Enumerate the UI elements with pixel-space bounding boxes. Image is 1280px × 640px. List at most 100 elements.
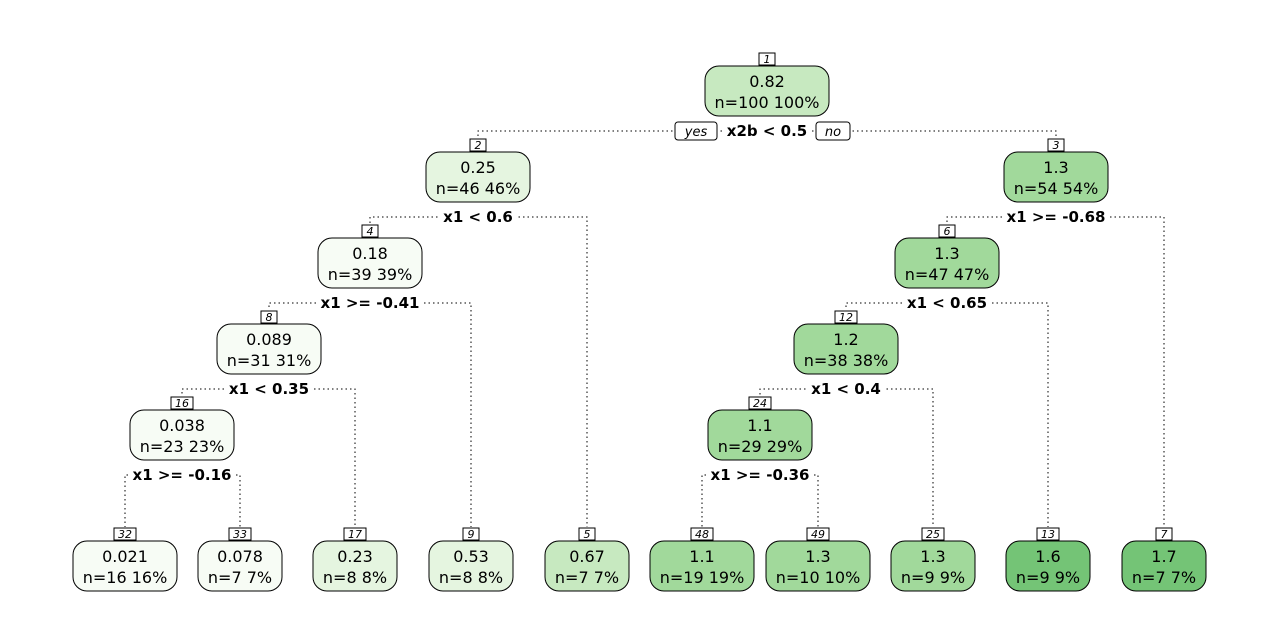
split-label-bg — [806, 380, 886, 398]
tree-node-4: 40.18n=39 39% — [317, 224, 423, 289]
node-id-box — [462, 527, 480, 541]
node-box — [1121, 540, 1207, 592]
node-value: 0.82 — [749, 72, 785, 91]
node-box — [793, 323, 899, 375]
node-count: n=100 100% — [715, 93, 820, 112]
node-id-box — [938, 224, 956, 238]
no-tag: no — [825, 125, 841, 140]
tree-node-7: 71.7n=7 7% — [1121, 527, 1207, 592]
node-value: 1.7 — [1151, 547, 1176, 566]
split-label-24: x1 >= -0.36 — [711, 466, 810, 484]
node-id-box — [469, 138, 487, 152]
edge-8-17 — [269, 388, 356, 527]
node-id: 2 — [475, 139, 482, 152]
node-id: 13 — [1041, 528, 1055, 541]
node-value: 1.1 — [747, 416, 772, 435]
tree-node-48: 481.1n=19 19% — [649, 527, 755, 592]
node-count: n=54 54% — [1014, 179, 1099, 198]
tree-node-33: 33 0.078 n=7 7% — [197, 527, 283, 592]
node-id-box — [806, 527, 830, 541]
node-value: 1.3 — [920, 547, 945, 566]
node-count: n=16 16% — [83, 568, 168, 587]
node-value: 0.25 — [460, 158, 496, 177]
node-count: n=23 23% — [140, 437, 225, 456]
node-count: n=7 7% — [1132, 568, 1196, 587]
node-value: 0.038 — [159, 416, 205, 435]
node-box — [129, 409, 235, 461]
tree-node-25: 25 1.3 n=9 9% — [890, 527, 976, 592]
split-label-bg — [902, 294, 992, 312]
node-id-box — [834, 310, 858, 324]
split-label-bg — [1002, 208, 1110, 226]
node-count: n=7 7% — [208, 568, 272, 587]
node-id: 8 — [266, 311, 273, 324]
node-id-box — [748, 396, 772, 410]
node-value: 1.1 — [689, 547, 714, 566]
tree-node-2: 20.25n=46 46% — [425, 138, 531, 203]
tree-node-49: 491.3n=10 10% — [765, 527, 871, 592]
node-count: n=8 8% — [323, 568, 387, 587]
split-label-bg — [128, 466, 236, 484]
tree-node-24: 241.1n=29 29% — [707, 396, 813, 461]
split-label-6: x1 < 0.65 — [907, 294, 987, 312]
node-id-box — [1155, 527, 1173, 541]
split-label-1: x2b < 0.5 — [727, 122, 807, 140]
node-value: 1.3 — [934, 244, 959, 263]
tree-node-1: 10.82n=100 100% — [704, 52, 830, 117]
split-label-bg — [706, 466, 814, 484]
node-value: 1.2 — [833, 330, 858, 349]
node-id: 48 — [695, 528, 709, 541]
split-label-bg — [316, 294, 424, 312]
node-count: n=9 9% — [901, 568, 965, 587]
node-id: 12 — [839, 311, 853, 324]
node-id: 6 — [944, 225, 951, 238]
node-box — [1005, 540, 1091, 592]
node-box — [428, 540, 514, 592]
node-id-box — [578, 527, 596, 541]
edge-1-2 — [477, 130, 767, 138]
node-value: 0.18 — [352, 244, 388, 263]
node-count: n=7 7% — [555, 568, 619, 587]
edge-3-7 — [1056, 216, 1165, 527]
node-box — [216, 323, 322, 375]
node-box — [312, 540, 398, 592]
node-id-box — [690, 527, 714, 541]
node-id: 25 — [926, 528, 940, 541]
edge-12-24 — [759, 388, 846, 396]
node-id: 5 — [584, 528, 591, 541]
node-count: n=31 31% — [227, 351, 312, 370]
tree-node-12: 121.2n=38 38% — [793, 310, 899, 375]
node-box — [894, 237, 1000, 289]
node-box — [890, 540, 976, 592]
split-label-bg — [438, 208, 518, 226]
node-value: 0.078 — [217, 547, 263, 566]
node-id-box — [343, 527, 367, 541]
yes-tag-box — [674, 121, 718, 141]
tree-node-13: 131.6n=9 9% — [1005, 527, 1091, 592]
node-box — [317, 237, 423, 289]
edge-6-13 — [947, 302, 1049, 527]
node-value: 0.021 — [102, 547, 148, 566]
node-id: 3 — [1053, 139, 1060, 152]
node-box — [425, 151, 531, 203]
node-count: n=29 29% — [718, 437, 803, 456]
tree-node-32: 32 0.021 n=16 16% — [72, 527, 178, 592]
node-id: 49 — [811, 528, 825, 541]
edge-4-9 — [370, 302, 472, 527]
split-label-bg — [722, 122, 812, 140]
node-id-box — [228, 527, 252, 541]
node-box — [72, 540, 178, 592]
node-id: 9 — [468, 528, 475, 541]
node-id-box — [1047, 138, 1065, 152]
split-label-bg — [224, 380, 314, 398]
node-id: 32 — [118, 528, 132, 541]
node-count: n=47 47% — [905, 265, 990, 284]
tree-node-17: 170.23n=8 8% — [312, 527, 398, 592]
node-value: 0.23 — [337, 547, 373, 566]
split-label-2: x1 < 0.6 — [443, 208, 513, 226]
nodes-layer: 10.82n=100 100%20.25n=46 46%31.3n=54 54%… — [72, 52, 1207, 592]
node-id: 33 — [233, 528, 247, 541]
